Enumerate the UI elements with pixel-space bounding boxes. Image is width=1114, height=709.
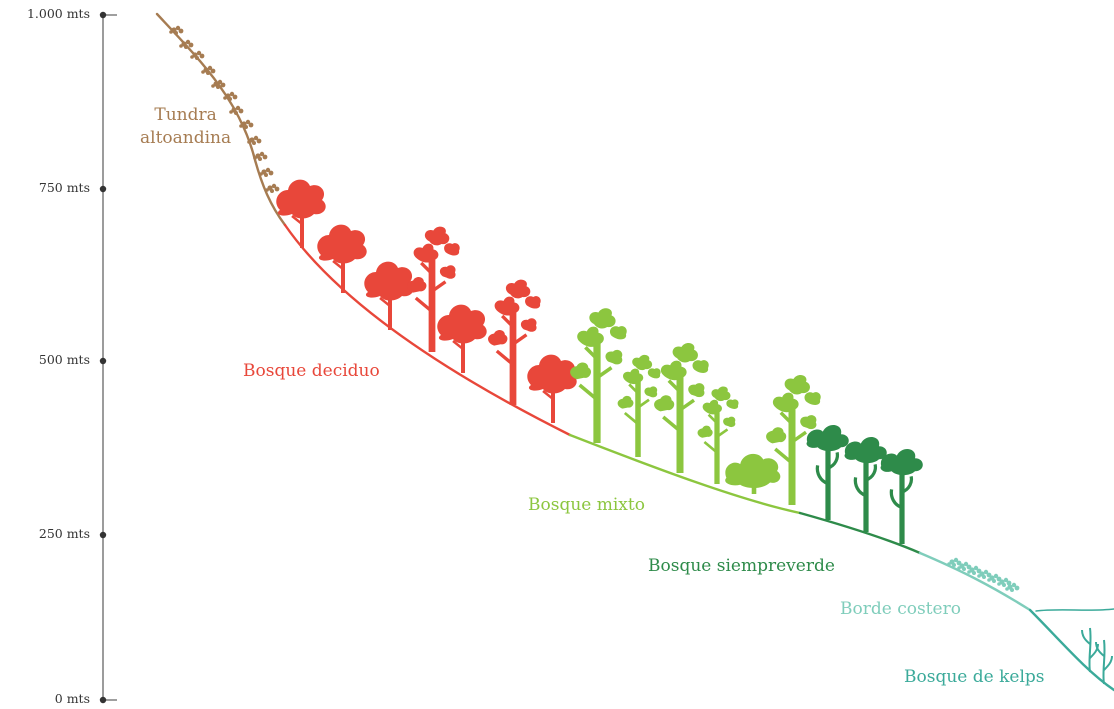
- deciduous-forest: [276, 180, 576, 423]
- zone-label-siempreverde: Bosque siempreverde: [648, 555, 835, 578]
- coastal-vegetation: [947, 558, 1019, 592]
- evergreen-forest: [807, 425, 923, 544]
- axis-label-1000: 1.000 mts: [0, 6, 90, 21]
- axis-tick-dot: [100, 697, 106, 703]
- axis-label-0: 0 mts: [0, 691, 90, 706]
- zone-label-tundra-line1: Tundra: [140, 104, 231, 127]
- mixed-forest: [570, 308, 821, 505]
- axis-tick-dot: [100, 186, 106, 192]
- zone-label-tundra: Tundra altoandina: [140, 104, 231, 150]
- zone-label-deciduo: Bosque deciduo: [243, 360, 380, 383]
- axis-label-750: 750 mts: [0, 180, 90, 195]
- zone-label-mixto: Bosque mixto: [528, 494, 645, 517]
- terrain-profile: [157, 14, 1114, 690]
- zone-label-kelps: Bosque de kelps: [904, 666, 1045, 689]
- sea-surface: [1036, 609, 1114, 611]
- zone-label-costero: Borde costero: [840, 598, 961, 621]
- axis-tick-dot: [100, 532, 106, 538]
- axis-tick-dot: [100, 12, 106, 18]
- axis-label-500: 500 mts: [0, 352, 90, 367]
- altitude-axis: [100, 12, 117, 703]
- zone-label-tundra-line2: altoandina: [140, 127, 231, 150]
- axis-tick-dot: [100, 358, 106, 364]
- axis-label-250: 250 mts: [0, 526, 90, 541]
